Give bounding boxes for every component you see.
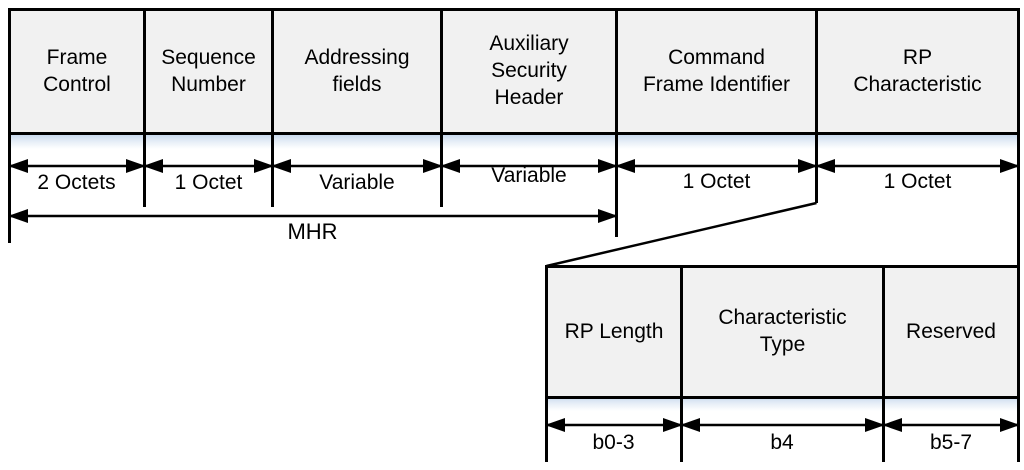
field-box-sequence-number: Sequence Number (143, 8, 274, 135)
field-box-addressing-fields: Addressing fields (271, 8, 443, 135)
size-label-rp-characteristic: 1 Octet (883, 170, 952, 193)
size-label-frame-control: 2 Octets (37, 171, 116, 194)
field-label-frame-control: Frame Control (43, 45, 111, 96)
field-box-aux-security-header: Auxiliary Security Header (440, 8, 618, 135)
field-label-addressing-fields: Addressing fields (304, 45, 410, 96)
subfield-box-reserved: Reserved (882, 265, 1020, 399)
size-label-command-frame-identifier: 1 Octet (682, 170, 751, 193)
field-label-aux-security-header: Auxiliary Security Header (489, 32, 569, 109)
field-box-command-frame-identifier: Command Frame Identifier (615, 8, 818, 135)
subfield-box-rp-length: RP Length (545, 265, 683, 399)
subfield-box-characteristic-type: Characteristic Type (680, 265, 885, 399)
field-label-command-frame-identifier: Command Frame Identifier (642, 45, 791, 96)
field-label-sequence-number: Sequence Number (161, 45, 256, 96)
size-label-aux-security-header: Variable (491, 164, 567, 187)
size-label-sequence-number: 1 Octet (174, 171, 243, 194)
mhr-label: MHR (287, 219, 338, 244)
field-box-rp-characteristic: RP Characteristic (815, 8, 1020, 135)
top-row-shadow (8, 135, 1020, 149)
sub-row-shadow (545, 397, 1020, 411)
field-box-frame-control: Frame Control (8, 8, 146, 135)
size-label-addressing-fields: Variable (319, 171, 395, 194)
bits-label-reserved: b5-7 (929, 431, 973, 454)
bits-label-rp-length: b0-3 (592, 431, 635, 454)
subfield-label-characteristic-type: Characteristic Type (718, 306, 847, 356)
bits-label-characteristic-type: b4 (770, 431, 794, 454)
field-label-rp-characteristic: RP Characteristic (853, 45, 982, 96)
subfield-label-reserved: Reserved (906, 319, 996, 343)
subfield-label-rp-length: RP Length (564, 319, 664, 343)
